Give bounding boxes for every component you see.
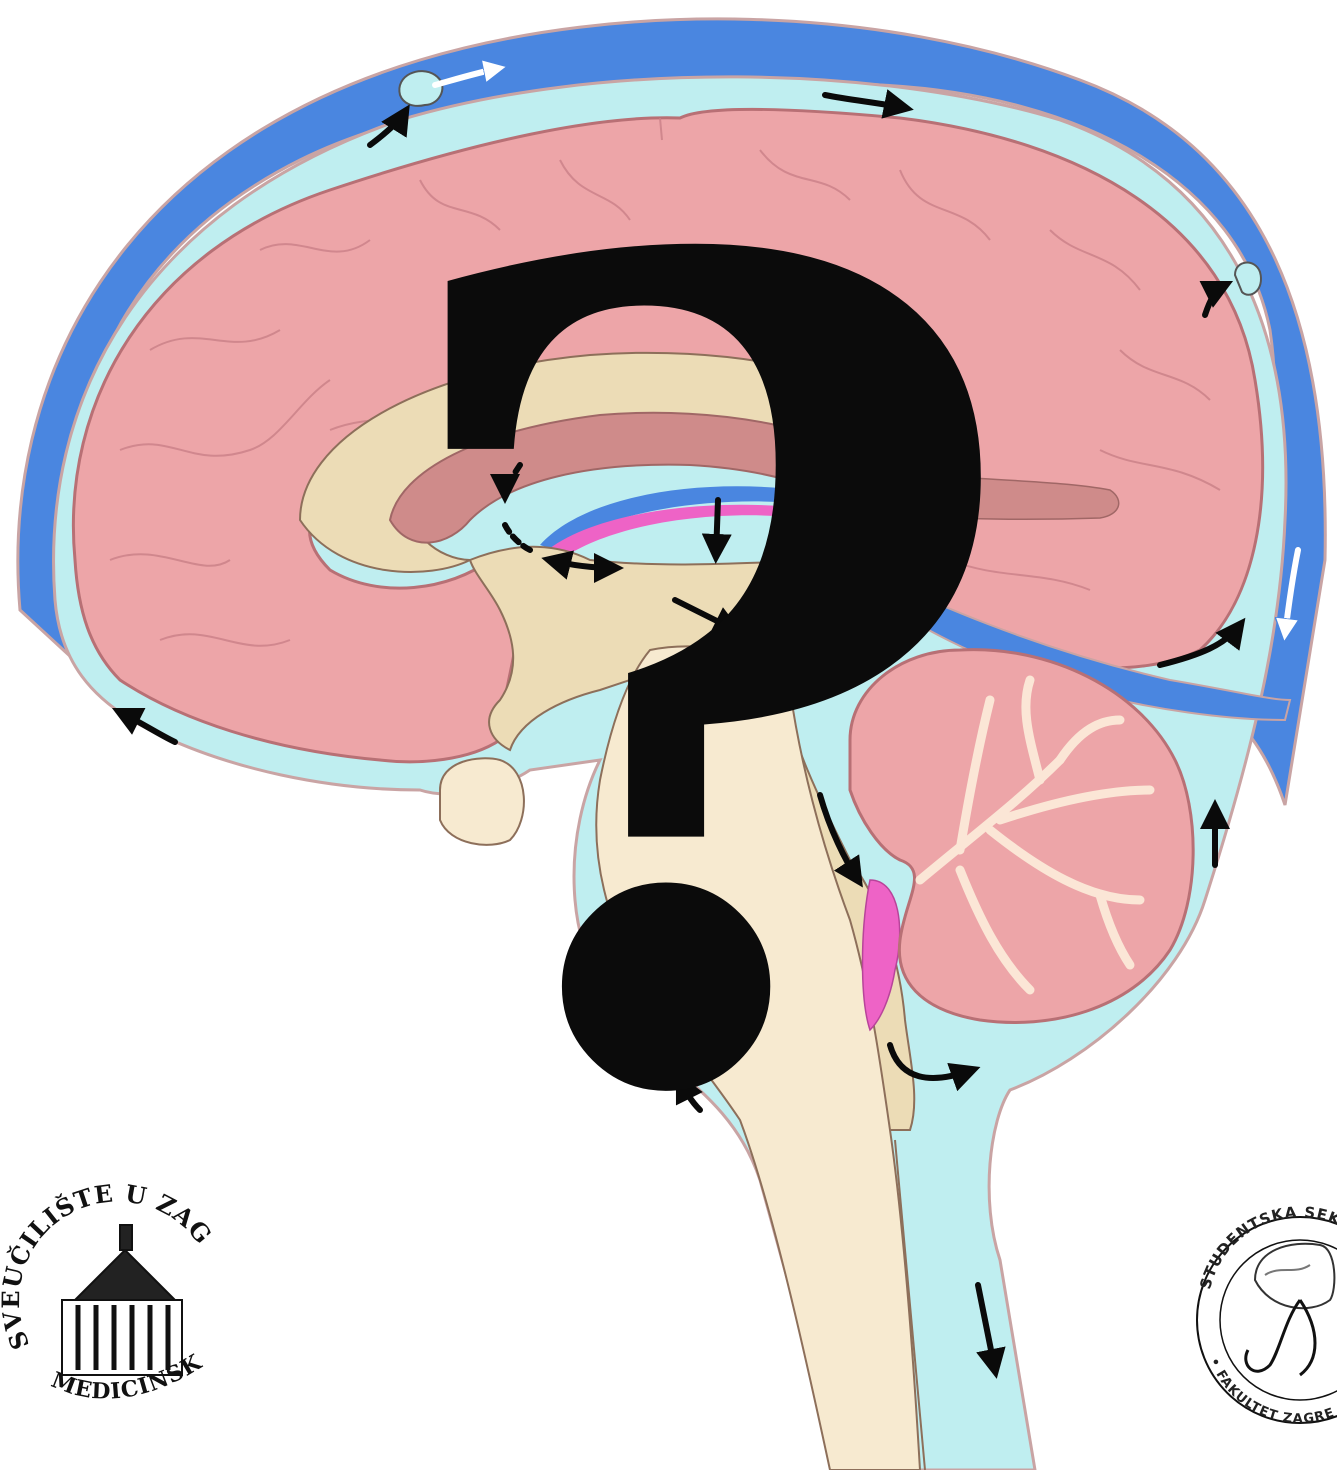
question-mark-overlay: ? (375, 24, 1031, 1340)
university-building-icon (62, 1225, 182, 1375)
